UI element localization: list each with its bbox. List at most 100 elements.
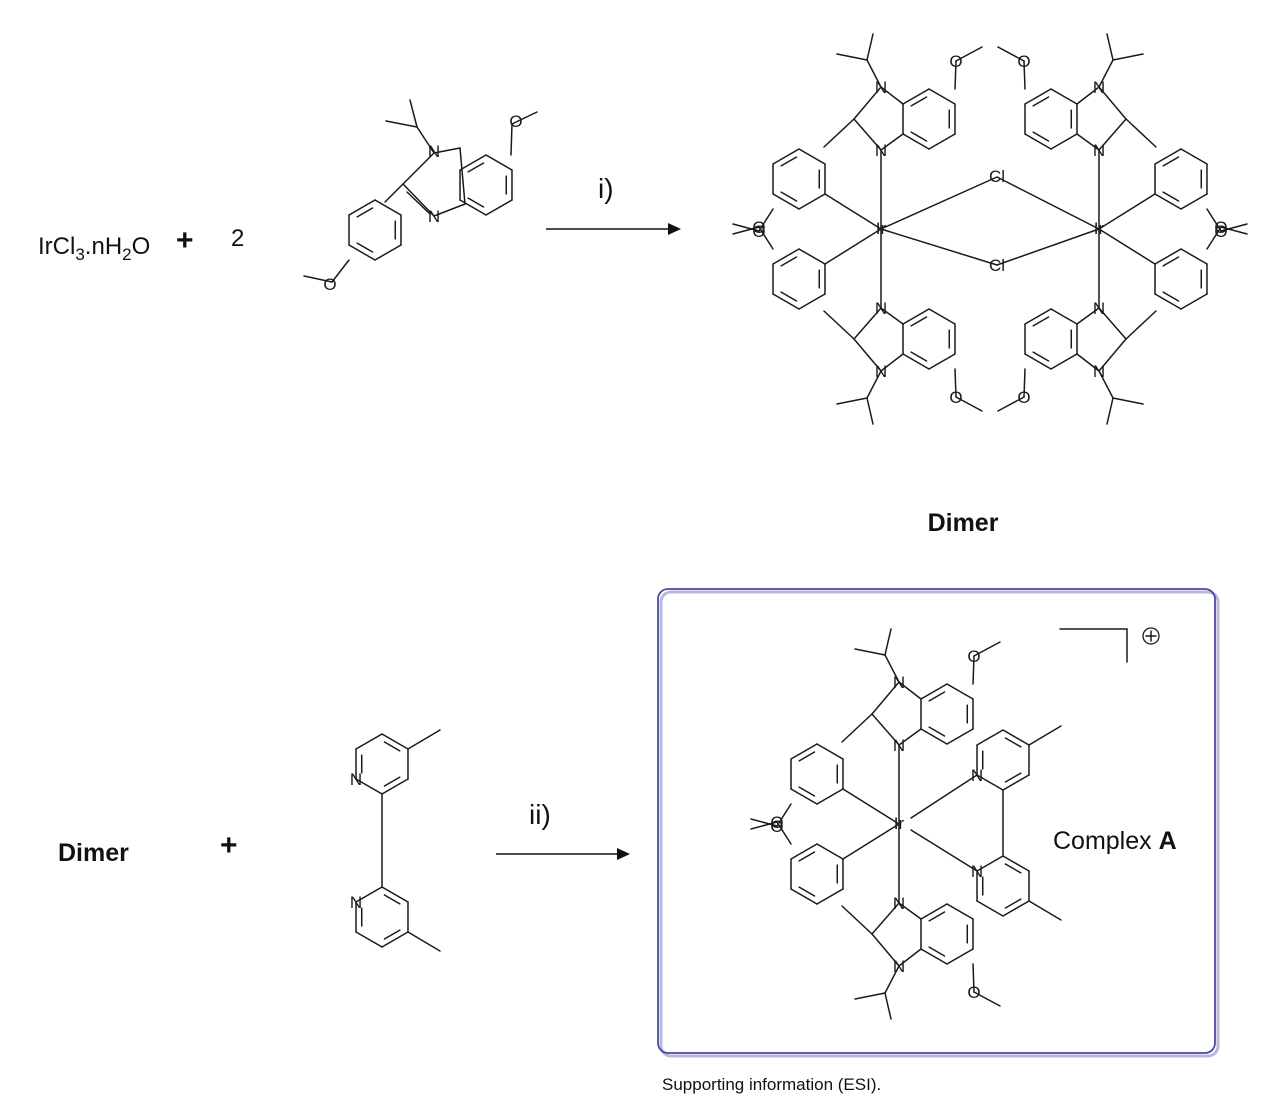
benzimidazole-benzo-ring [459, 154, 487, 171]
complex-bottom-n1: N [893, 957, 905, 976]
dimer-right-top-n1: N [1093, 78, 1105, 97]
dimer-right-top-imidazole [1098, 86, 1127, 120]
dimer-right-bottom-phenyl-ring [1180, 248, 1208, 265]
dimer-right-bottom-n1: N [1093, 362, 1105, 381]
dimer-right-top-phenyl-ring [1180, 193, 1208, 210]
complex-top-methoxy [750, 818, 778, 827]
dimer-right-bottom-benzo-ring [1024, 308, 1052, 325]
complex-bottom-o1: O [967, 983, 980, 1002]
dimer-left-bottom-methoxy [954, 368, 957, 398]
dimer-left-bottom-aryl-link [823, 310, 855, 340]
bipyridine-ring-top [355, 733, 383, 750]
complex-bottom-aryl-link [841, 905, 873, 935]
dimer-left-bottom-methoxy [758, 226, 774, 250]
dimer-right-bottom-isopropyl [1106, 397, 1114, 425]
bipyridine-ring-bottom [383, 894, 401, 905]
complex-bipy-ring-bottom [1002, 855, 1030, 872]
benzimidazole-benzo-ring [467, 197, 485, 208]
complex-top-benzo-ring [946, 683, 974, 700]
methyl-group [407, 931, 441, 952]
complex-top-benzo-ring [928, 691, 946, 702]
benzimidazole-benzo-ring [467, 162, 485, 173]
complex-bipy-n2: N [971, 862, 983, 881]
plus-sign-1: + [176, 224, 194, 257]
complex-top-benzo-ring [920, 683, 948, 700]
bipyridine-ring-top [381, 778, 409, 795]
dimer-right-bottom-benzo-ring [1050, 353, 1078, 370]
anisyl-ring [356, 207, 374, 218]
complex-top-benzo-ring [946, 728, 974, 745]
dimer-left-bottom-benzo-ring [902, 308, 930, 325]
bipyridine-ring-bottom [381, 931, 409, 948]
complex-bottom-phenyl-ring [816, 843, 844, 860]
complex-bipy-ring-bottom [976, 855, 1004, 872]
dimer-right-top-benzo-ring [1050, 88, 1078, 105]
anisyl-ring [348, 244, 376, 261]
complex-bipy-ring-top [976, 774, 1004, 791]
dimer-left-bottom-phenyl-ring [798, 248, 826, 265]
bipyridine-ring-bottom [381, 886, 409, 903]
dimer-left-bottom-isopropyl [866, 397, 874, 425]
arrow-head-2 [617, 848, 630, 860]
dimer-left-bottom-imidazole [853, 338, 882, 372]
aryl-link [384, 183, 404, 203]
condition-ii: ii) [529, 799, 551, 830]
complex-bottom-phenyl-ring [790, 888, 818, 905]
complex-bipy-ring-bottom [1004, 898, 1022, 909]
dimer-right-top-phenyl-ring [1162, 156, 1180, 167]
dimer-left-top-imidazole [853, 86, 882, 120]
dimer-left-bottom-phenyl-ring [772, 293, 800, 310]
dimer-left-top-aryl-link [823, 118, 855, 148]
chloride-bridge [996, 176, 1100, 230]
dimer-left-top-imidazole [880, 133, 904, 151]
imidazole-ring [433, 203, 466, 217]
chloride-bridge [880, 228, 998, 266]
complex-top-phenyl-ring [816, 743, 844, 760]
complex-bottom-benzo-ring [928, 911, 946, 922]
complex-top-benzo-ring [920, 728, 948, 745]
complex-bottom-ir-c-bond [842, 823, 900, 860]
dimer-right-top-methoxy [1023, 60, 1026, 90]
dimer-right-bottom-methoxy [1220, 226, 1248, 235]
complex-top-phenyl-ring [816, 788, 844, 805]
imidazole-bond [402, 152, 435, 185]
complex-bottom-imidazole [898, 948, 922, 967]
complex-bottom-methoxy [973, 991, 1001, 1007]
complex-bottom-benzo-ring [946, 903, 974, 920]
complex-bottom-methoxy [750, 821, 778, 830]
dimer-right-top-o1: O [1017, 52, 1030, 71]
complex-top-imidazole [871, 681, 900, 715]
caption-text: Supporting information (ESI). [662, 1075, 881, 1094]
dimer-right-bottom-o1: O [1017, 388, 1030, 407]
dimer-right-top-methoxy [997, 46, 1025, 62]
dimer-right-bottom-methoxy [1023, 368, 1026, 398]
anisyl-ring [374, 244, 402, 261]
complex-bottom-imidazole [871, 933, 900, 967]
dimer-right-top-n3: N [1093, 141, 1105, 160]
dimer-left-top-isopropyl [866, 59, 882, 88]
dimer-left-bottom-isopropyl [836, 397, 868, 405]
dimer-left-bottom-benzo-ring [902, 353, 930, 370]
complex-bottom-phenyl-ring [790, 843, 818, 860]
methyl-group [407, 729, 441, 750]
dimer-left-top-benzo-ring [928, 133, 956, 150]
bipyridine-ring-bottom [355, 931, 383, 948]
dimer-left-bottom-o1: O [949, 388, 962, 407]
benzimidazole-benzo-ring [485, 154, 513, 171]
dimer-left-top-isopropyl [866, 33, 874, 61]
dimer-left-bottom-benzo-ring [928, 308, 956, 325]
dimer-right-bottom-benzo-ring [1050, 308, 1078, 325]
dimer-right-bottom-phenyl-ring [1180, 293, 1208, 310]
dimer-right-bottom-imidazole [1098, 338, 1127, 372]
complex-bottom-phenyl-ring [816, 888, 844, 905]
complex-top-isopropyl [854, 648, 886, 656]
complex-bottom-isopropyl [884, 965, 900, 994]
dimer-left-bottom-n3: N [875, 299, 887, 318]
complex-top-isopropyl [884, 628, 892, 656]
dimer-right-bottom-imidazole [1076, 353, 1100, 372]
ligand-n3: N [428, 207, 440, 226]
complex-bottom-phenyl-ring [798, 851, 816, 862]
iridium-atom-right: Ir [1094, 219, 1105, 238]
dimer-right-top-imidazole [1076, 133, 1100, 151]
